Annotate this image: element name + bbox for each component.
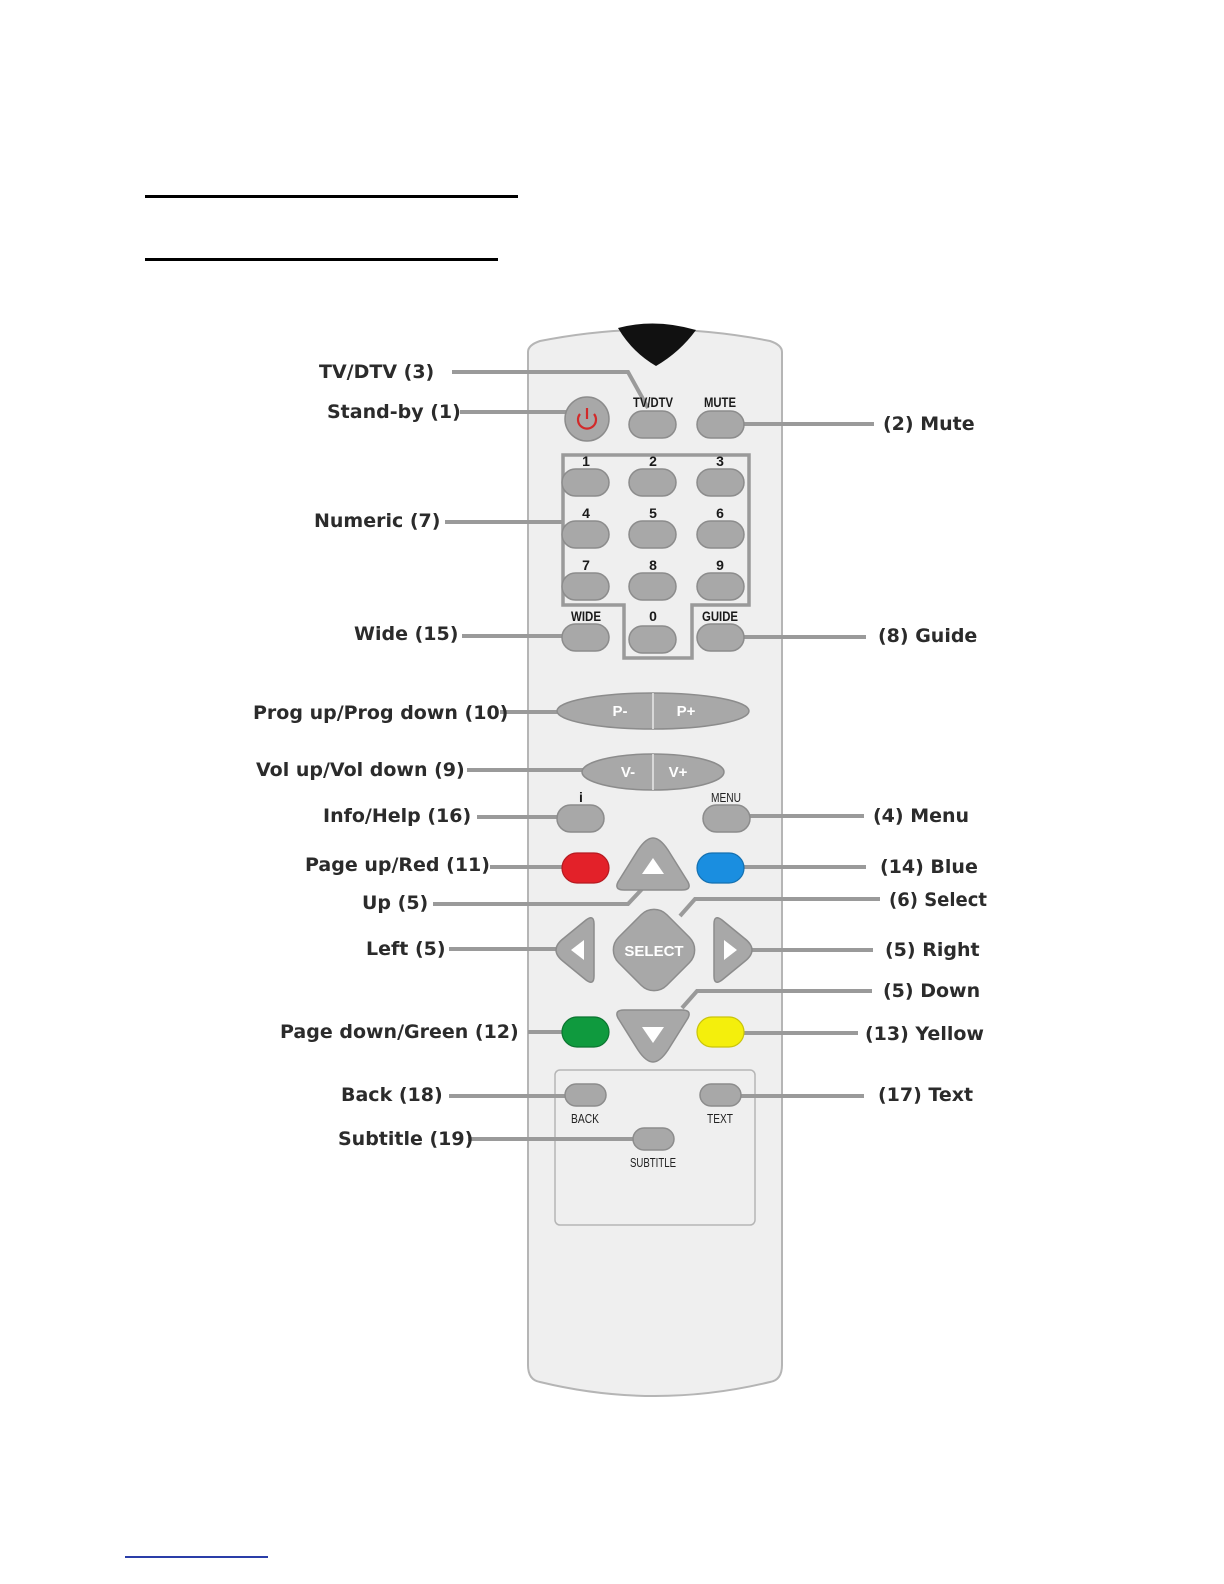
- info-key-label: i: [579, 789, 583, 805]
- header-rule-bottom: [145, 258, 498, 261]
- callout-tv-dtv: TV/DTV (3): [319, 361, 434, 383]
- callout-left: Left (5): [366, 938, 446, 960]
- callout-standby: Stand-by (1): [327, 401, 461, 423]
- triangle-right-icon: [724, 940, 737, 960]
- digit-1-button[interactable]: [561, 468, 610, 497]
- digit-4-button[interactable]: [561, 520, 610, 549]
- callout-numeric: Numeric (7): [314, 510, 440, 532]
- guide-key-label: GUIDE: [702, 608, 738, 624]
- wide-button[interactable]: [561, 623, 610, 652]
- guide-button[interactable]: [696, 623, 745, 652]
- tv-dtv-button[interactable]: [628, 410, 677, 439]
- subtitle-button[interactable]: [632, 1127, 675, 1151]
- digit-6-label: 6: [716, 505, 724, 521]
- callout-yellow: (13) Yellow: [865, 1023, 984, 1045]
- digit-5-button[interactable]: [628, 520, 677, 549]
- lower-key-panel: [554, 1069, 756, 1226]
- digit-0-label: 0: [649, 608, 657, 624]
- wide-key-label: WIDE: [571, 608, 601, 624]
- digit-9-label: 9: [716, 557, 724, 573]
- subtitle-key-label: SUBTITLE: [630, 1155, 676, 1170]
- callout-text: (17) Text: [878, 1084, 973, 1106]
- triangle-up-icon: [642, 858, 664, 874]
- text-key-label: TEXT: [707, 1111, 733, 1126]
- callout-mute: (2) Mute: [883, 413, 975, 435]
- digit-0-button[interactable]: [628, 625, 677, 654]
- select-key-label: SELECT: [624, 943, 683, 960]
- digit-3-button[interactable]: [696, 468, 745, 497]
- callout-blue: (14) Blue: [880, 856, 978, 878]
- vol-down-key-label: V-: [621, 764, 635, 781]
- callout-vol: Vol up/Vol down (9): [256, 759, 465, 781]
- digit-2-button[interactable]: [628, 468, 677, 497]
- header-rule-top: [145, 195, 518, 198]
- triangle-left-icon: [571, 940, 584, 960]
- digit-7-button[interactable]: [561, 572, 610, 601]
- digit-4-label: 4: [582, 505, 590, 521]
- leader-lines: [433, 370, 880, 1141]
- digit-9-button[interactable]: [696, 572, 745, 601]
- callout-page-up: Page up/Red (11): [305, 854, 490, 876]
- callout-right: (5) Right: [885, 939, 980, 961]
- callout-wide: Wide (15): [354, 623, 458, 645]
- menu-button[interactable]: [702, 804, 751, 833]
- footer-link-underline: [125, 1556, 268, 1558]
- callout-back: Back (18): [341, 1084, 443, 1106]
- select-button[interactable]: [606, 902, 702, 998]
- digit-8-label: 8: [649, 557, 657, 573]
- callout-prog: Prog up/Prog down (10): [253, 702, 508, 724]
- back-button[interactable]: [564, 1083, 607, 1107]
- callout-menu: (4) Menu: [873, 805, 969, 827]
- menu-key-label: MENU: [711, 790, 741, 805]
- prog-up-key-label: P+: [677, 703, 696, 720]
- digit-7-label: 7: [582, 557, 590, 573]
- digit-2-label: 2: [649, 453, 657, 469]
- callout-subtitle: Subtitle (19): [338, 1128, 473, 1150]
- callout-info: Info/Help (16): [323, 805, 471, 827]
- blue-button[interactable]: [696, 852, 745, 884]
- digit-8-button[interactable]: [628, 572, 677, 601]
- info-button[interactable]: [556, 804, 605, 833]
- mute-key-label: MUTE: [704, 394, 736, 410]
- text-button[interactable]: [699, 1083, 742, 1107]
- red-button[interactable]: [561, 852, 610, 884]
- green-button[interactable]: [561, 1016, 610, 1048]
- digit-1-label: 1: [582, 453, 590, 469]
- yellow-button[interactable]: [696, 1016, 745, 1048]
- numeric-keypad-outline: [561, 453, 751, 660]
- digit-5-label: 5: [649, 505, 657, 521]
- vol-up-key-label: V+: [669, 764, 688, 781]
- callout-up: Up (5): [362, 892, 428, 914]
- prog-down-key-label: P-: [613, 703, 628, 720]
- triangle-down-icon: [642, 1027, 664, 1043]
- callout-down: (5) Down: [883, 980, 980, 1002]
- ir-window: [618, 323, 696, 366]
- back-key-label: BACK: [571, 1111, 599, 1126]
- digit-3-label: 3: [716, 453, 724, 469]
- mute-button[interactable]: [696, 410, 745, 439]
- digit-6-button[interactable]: [696, 520, 745, 549]
- tv-dtv-key-label: TV/DTV: [633, 394, 674, 410]
- callout-page-down: Page down/Green (12): [280, 1021, 519, 1043]
- callout-guide: (8) Guide: [878, 625, 977, 647]
- power-icon: [576, 408, 598, 430]
- callout-select: (6) Select: [889, 889, 987, 911]
